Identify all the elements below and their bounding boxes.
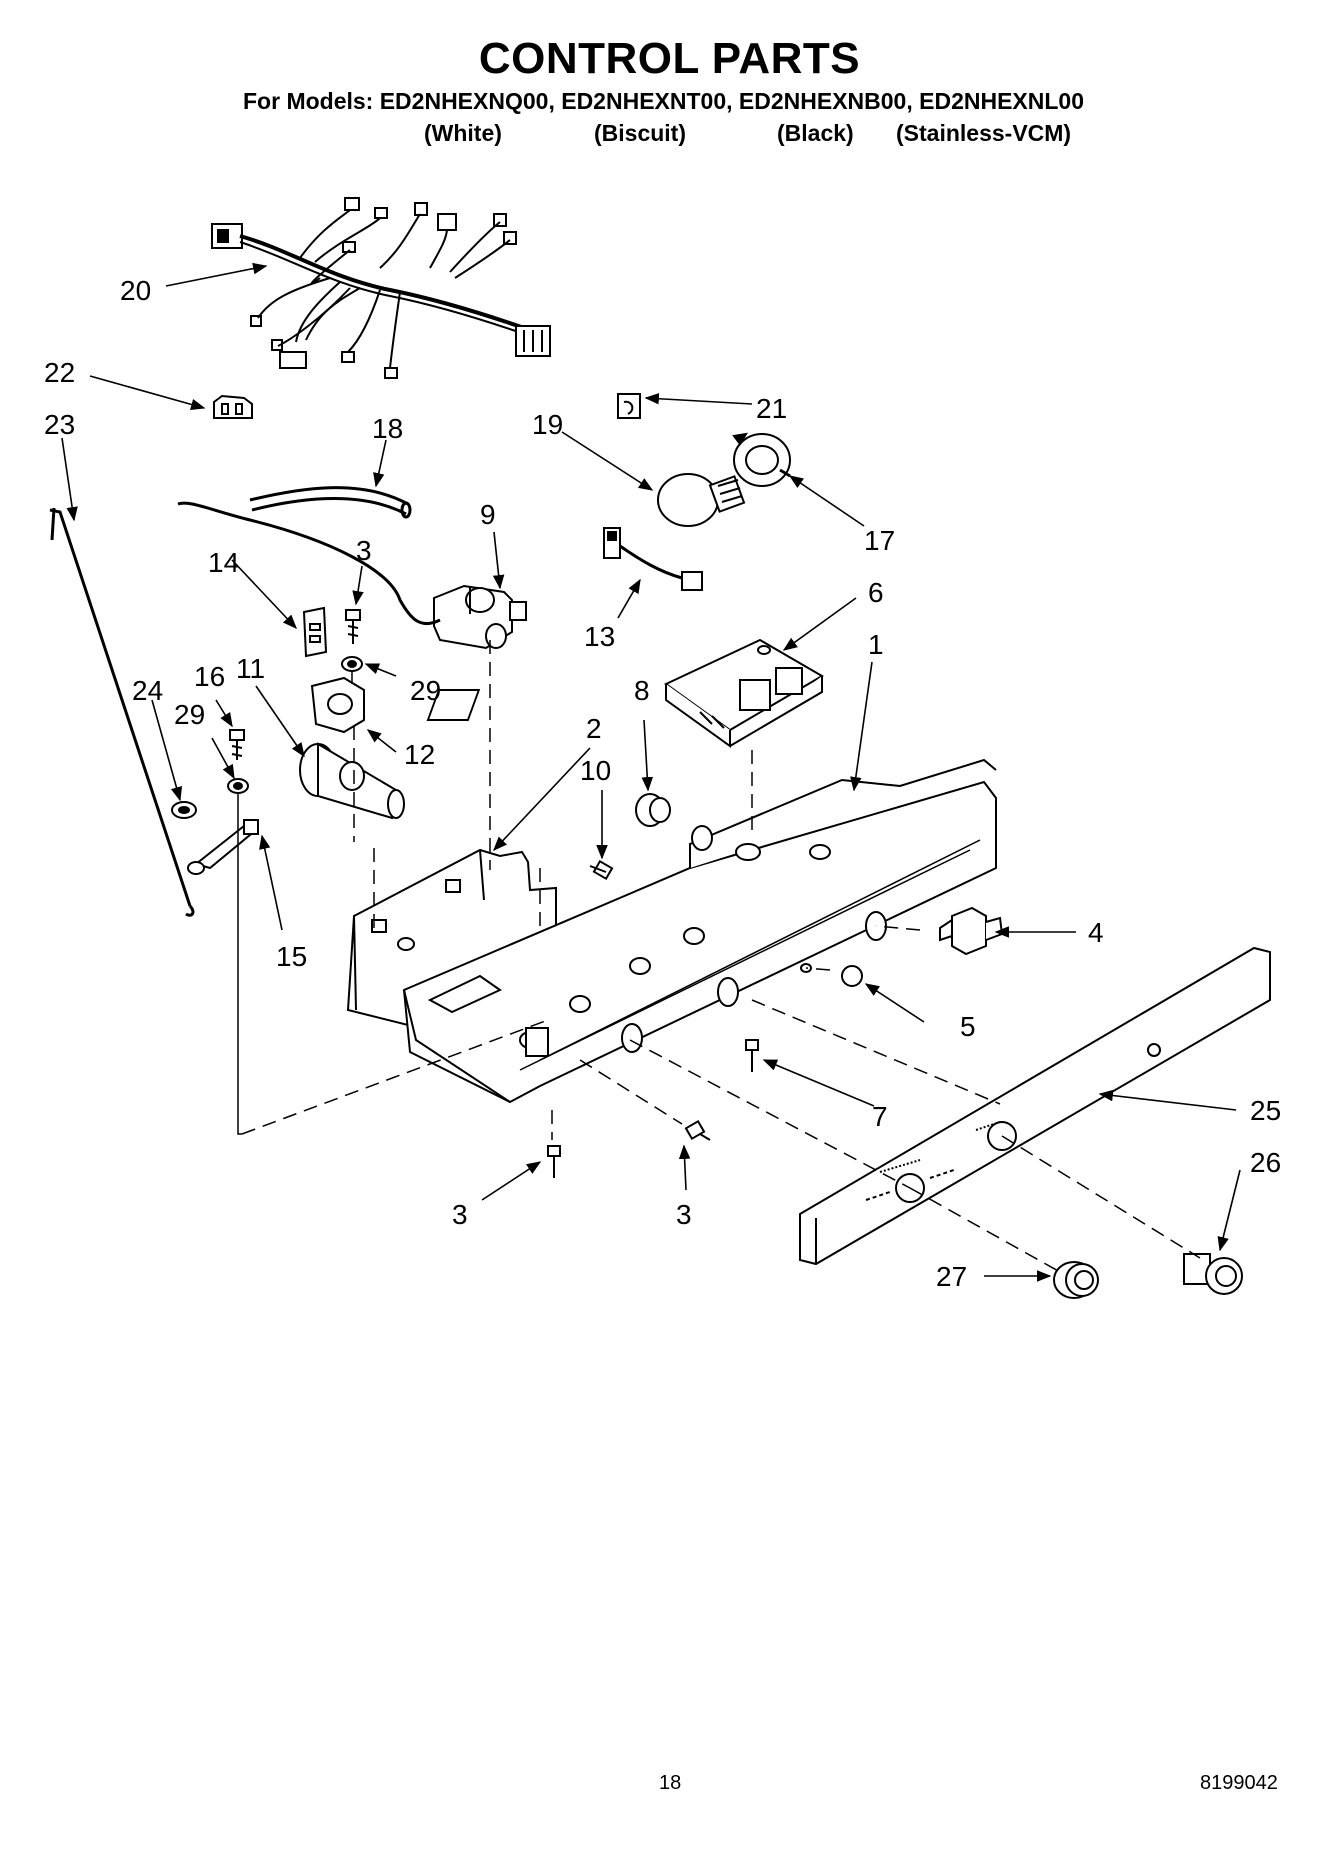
control-housing-part (402, 758, 997, 1104)
color-white: (White) (424, 120, 502, 146)
callout-6: 6 (868, 577, 884, 608)
control-board-part (426, 638, 824, 748)
callout-16: 16 (194, 661, 225, 692)
knob-parts (1053, 1253, 1243, 1299)
callout-26: 26 (1250, 1147, 1281, 1178)
callout-12: 12 (404, 739, 435, 770)
connector-wire-part (603, 527, 703, 591)
rod-part (49, 507, 195, 917)
color-black: (Black) (777, 120, 854, 146)
washer-part (341, 656, 363, 672)
screw-part-10 (589, 859, 614, 881)
callout-2: 2 (586, 713, 602, 744)
callout-15: 15 (276, 941, 307, 972)
thermostat-part (177, 501, 527, 650)
callout-29-lower: 29 (174, 699, 205, 730)
models-line: For Models: ED2NHEXNQ00, ED2NHEXNT00, ED… (243, 88, 1085, 114)
callout-8: 8 (634, 675, 650, 706)
callout-14: 14 (208, 547, 239, 578)
socket-bracket-part (617, 393, 641, 419)
light-socket-part (732, 432, 791, 487)
mounting-bracket-part (310, 676, 365, 734)
callout-4: 4 (1088, 917, 1104, 948)
callout-13: 13 (584, 621, 615, 652)
color-biscuit: (Biscuit) (594, 120, 686, 146)
clip-part (213, 394, 253, 419)
callout-7: 7 (872, 1101, 888, 1132)
assembly-lines (241, 640, 1201, 1273)
callout-5: 5 (960, 1011, 976, 1042)
callout-24: 24 (132, 675, 163, 706)
callout-23: 23 (44, 409, 75, 440)
callout-29-upper: 29 (410, 675, 441, 706)
callout-17: 17 (864, 525, 895, 556)
grommet-part (635, 793, 671, 827)
screw-part (345, 609, 361, 644)
page-title: CONTROL PARTS (478, 34, 861, 83)
lower-screws-parts (547, 1119, 711, 1178)
callout-22: 22 (44, 357, 75, 388)
screw-part-7 (745, 1039, 759, 1072)
callout-19: 19 (532, 409, 563, 440)
callout-9: 9 (480, 499, 496, 530)
damper-shaft-part (299, 742, 405, 820)
callout-3-lower-left: 3 (452, 1199, 468, 1230)
plate-part (302, 606, 328, 658)
callout-20: 20 (120, 275, 151, 306)
lever-assembly-parts (171, 729, 259, 875)
callout-27: 27 (936, 1261, 967, 1292)
color-stainless: (Stainless-VCM) (896, 120, 1072, 146)
callout-11: 11 (236, 653, 265, 684)
callout-3-lower-right: 3 (676, 1199, 692, 1230)
callout-1: 1 (868, 629, 884, 660)
wire-harness-part (211, 197, 551, 379)
callout-labels: 20 22 21 23 18 19 17 9 14 3 13 6 29 1 24… (44, 275, 1281, 1292)
light-bulb-part (657, 473, 746, 527)
callout-21: 21 (756, 393, 787, 424)
button-part (841, 965, 863, 987)
page-number: 18 (659, 1772, 682, 1794)
lever-link-line (237, 792, 242, 1135)
callout-arrows (61, 262, 1241, 1282)
callout-25: 25 (1250, 1095, 1281, 1126)
callout-3-upper: 3 (356, 535, 372, 566)
callout-18: 18 (372, 413, 403, 444)
tube-part (249, 486, 412, 519)
document-number: 8199042 (1200, 1772, 1278, 1794)
callout-10: 10 (580, 755, 611, 786)
switch-part (939, 906, 1004, 956)
